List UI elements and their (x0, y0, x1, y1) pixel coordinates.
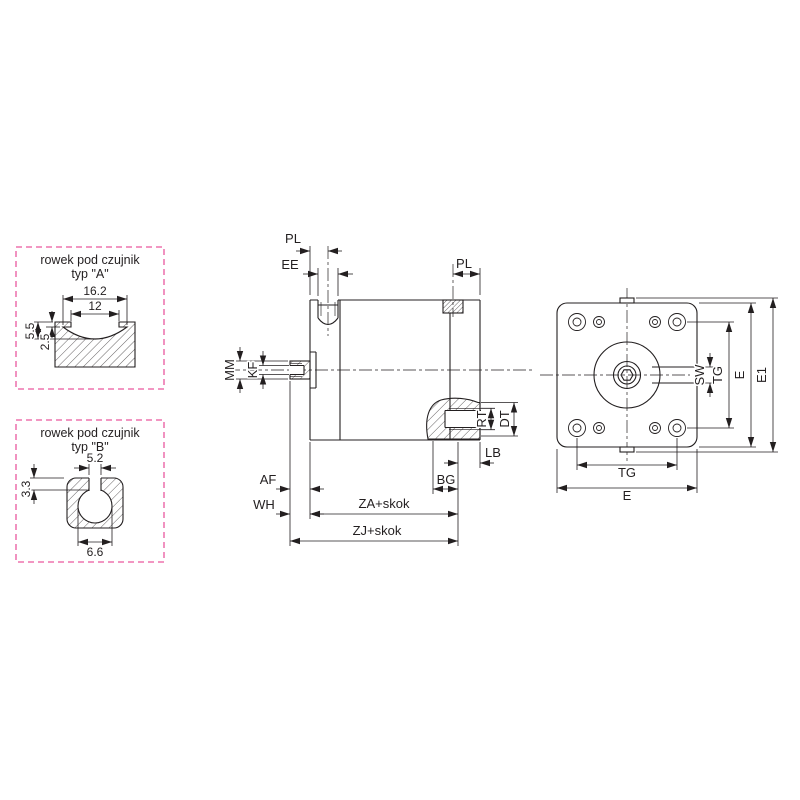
dim-label-e-side: E (732, 370, 747, 379)
inset-b-dimensions: 5.2 3.3 6.6 (18, 450, 116, 561)
dim-label-wh: WH (253, 497, 275, 512)
dim-label-sw: SW (692, 364, 707, 386)
dim-label-e1: E1 (754, 367, 769, 383)
dim-label-zj-skok: ZJ+skok (353, 523, 402, 538)
wrench-flats (652, 366, 700, 384)
ext-lines (289, 381, 311, 546)
port-ee (317, 300, 339, 326)
inset-groove-type-a: rowek pod czujnik typ "A" 16.2 12 5.5 2.… (15, 246, 165, 390)
rod-thread-bore-mask (289, 365, 304, 375)
dim-label-e-bottom: E (623, 488, 632, 503)
port-ee-threads (320, 302, 336, 316)
inset-b-title-line1: rowek pod czujnik (40, 426, 140, 440)
dim-label-za-skok: ZA+skok (359, 496, 410, 511)
ext-lines (636, 297, 778, 453)
piston-rod-boss (593, 341, 661, 409)
dim-label-pl-right: PL (456, 256, 472, 271)
ext-lines (699, 302, 756, 448)
front-view: SW TG E E1 TG E (540, 288, 778, 505)
dim-label-tg-side: TG (710, 366, 725, 384)
front-view-body (540, 288, 700, 464)
dim-label-ee: EE (281, 257, 299, 272)
rod-thread-lines (290, 362, 302, 378)
rear-thread-bore-mask (445, 410, 481, 428)
top-groove-tab (619, 297, 635, 304)
mounting-holes (568, 313, 686, 437)
dim-label-lb: LB (485, 445, 501, 460)
groove-b-slot-walls (88, 478, 102, 491)
port-pl-plug (442, 299, 464, 314)
dim-label-rt: RT (474, 410, 489, 427)
rod-boss (310, 351, 317, 389)
dim-label-mm: MM (222, 359, 237, 381)
dim-label-3-3: 3.3 (19, 480, 33, 497)
inset-a-section-drawing (54, 321, 136, 368)
dim-label-af: AF (260, 472, 277, 487)
dim-label-2-5: 2.5 (38, 333, 52, 350)
side-view: PL EE PL MM KF RT (221, 230, 533, 546)
dim-label-6-6: 6.6 (87, 545, 104, 559)
inset-a-title-line1: rowek pod czujnik (40, 253, 140, 267)
inset-b-section-drawing (66, 472, 124, 529)
dim-label-kf: KF (245, 362, 260, 379)
dim-label-dt: DT (497, 410, 512, 427)
inset-b-border (15, 419, 165, 563)
rear-thread-bore (444, 409, 481, 429)
groove-b-slot-mask (89, 472, 101, 491)
inset-a-dimensions: 16.2 12 5.5 2.5 (22, 283, 128, 352)
dim-label-5-2: 5.2 (87, 451, 104, 465)
hex-socket (620, 369, 634, 381)
dim-label-12: 12 (88, 299, 102, 313)
front-centerlines (540, 288, 690, 464)
dim-label-bg: BG (437, 472, 456, 487)
side-view-dimensions: PL EE PL MM KF RT (221, 230, 518, 546)
groove-a-profile (54, 321, 136, 368)
groove-b-cavity (77, 488, 113, 524)
dim-label-tg-bottom: TG (618, 465, 636, 480)
front-view-dimensions: SW TG E E1 TG E (556, 297, 778, 505)
ext-lines (457, 442, 481, 546)
side-view-body (227, 246, 533, 441)
dim-label-5-5: 5.5 (23, 322, 37, 339)
port-centerlines (327, 246, 454, 336)
ext-lines (30, 477, 87, 491)
inset-a-title-line2: typ "A" (71, 267, 108, 281)
rod-thread-bore (290, 364, 305, 376)
bottom-groove-tab (619, 446, 635, 453)
inset-b-title-line2: typ "B" (71, 440, 108, 454)
dim-label-16-2: 16.2 (83, 284, 107, 298)
inset-groove-type-b: rowek pod czujnik typ "B" 5.2 3.3 6.6 (15, 419, 165, 563)
dim-label-pl-left: PL (285, 231, 301, 246)
inset-a-border (15, 246, 165, 390)
rear-thread-lines (449, 407, 481, 431)
